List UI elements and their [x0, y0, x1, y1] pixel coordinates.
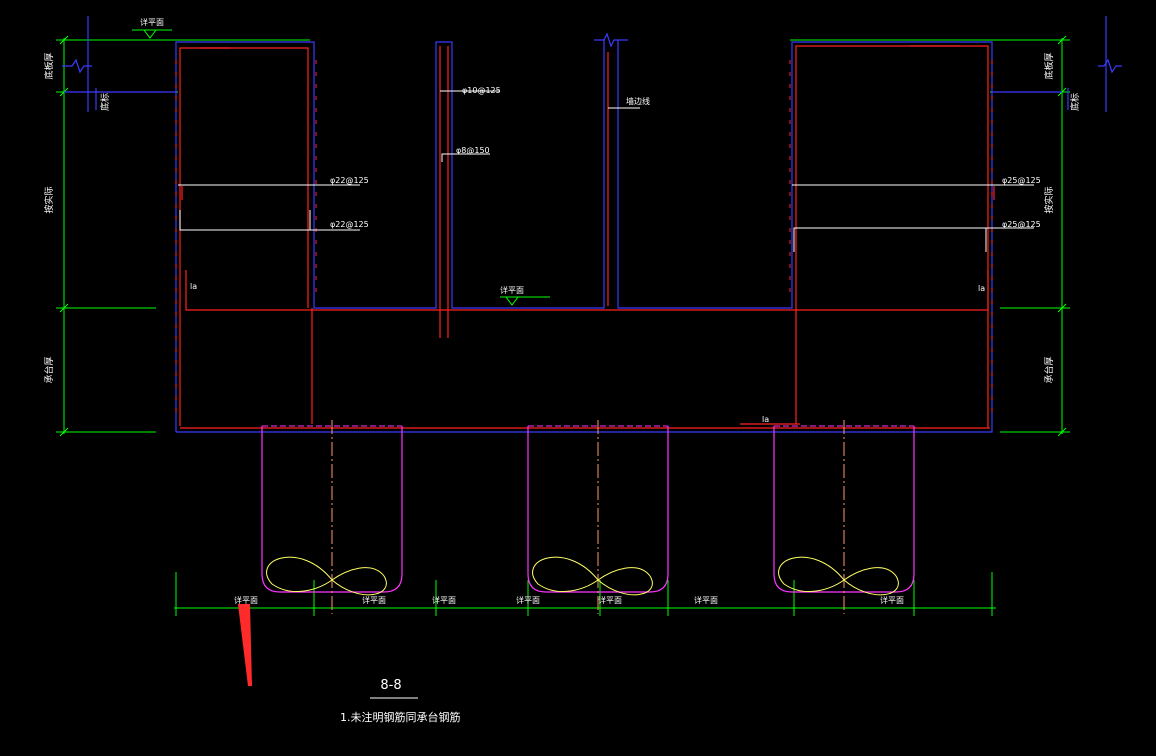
- pile-right: [773, 420, 915, 614]
- dim-left-small: 底标: [99, 93, 111, 111]
- dim-right-cap: 承台厚: [1043, 356, 1055, 383]
- bottom-label-6: 详平面: [694, 595, 718, 605]
- rebar-label-wall-b: φ8@150: [456, 146, 490, 155]
- rebar-label-right-lower: φ25@125: [1002, 220, 1041, 229]
- drawing-note: 1.未注明钢筋同承台钢筋: [340, 710, 461, 724]
- concrete-outline: [62, 16, 1122, 433]
- dim-right-actual: 按实际: [1043, 186, 1055, 213]
- dim-left-cap: 承台厚: [43, 356, 55, 383]
- rebar-label-right-upper: φ25@125: [1002, 176, 1041, 185]
- dim-left-actual: 按实际: [43, 186, 55, 213]
- bottom-label-2: 详平面: [362, 595, 386, 605]
- anchor-label-left: la: [190, 282, 197, 291]
- bottom-label-1: 详平面: [234, 595, 258, 605]
- wall-side-label: 墙边线: [626, 96, 650, 106]
- dim-left-slab: 底板厚: [43, 52, 55, 79]
- section-title: 8-8: [380, 678, 401, 693]
- bottom-label-4: 详平面: [516, 595, 540, 605]
- bottom-label-3: 详平面: [432, 595, 456, 605]
- pile-left: [261, 420, 403, 614]
- anchor-label-bottom: la: [762, 415, 769, 424]
- rebar-dashes: [175, 60, 993, 420]
- rebar-label-wall-a: φ10@125: [462, 86, 501, 95]
- bottom-label-5: 详平面: [598, 595, 622, 605]
- leader-lines: [178, 90, 1034, 252]
- anchor-label-right: la: [978, 284, 985, 293]
- rebar-label-left-upper: φ22@125: [330, 176, 369, 185]
- red-arrow-annotation: [238, 604, 252, 686]
- rebar-lines: [179, 45, 995, 429]
- pile-middle: [527, 420, 669, 614]
- elev-label-top: 详平面: [140, 17, 164, 27]
- dim-right-small: 底标: [1069, 93, 1081, 111]
- text-labels: 详平面 详平面 φ10@125 φ8@150 φ22@125 φ22@125 φ…: [43, 17, 1081, 724]
- bottom-label-7: 详平面: [880, 595, 904, 605]
- rebar-label-left-lower: φ22@125: [330, 220, 369, 229]
- dim-right-slab: 底板厚: [1043, 52, 1055, 79]
- dimension-lines: [56, 29, 1070, 616]
- piles: [261, 420, 915, 614]
- elev-label-pit: 详平面: [500, 285, 524, 295]
